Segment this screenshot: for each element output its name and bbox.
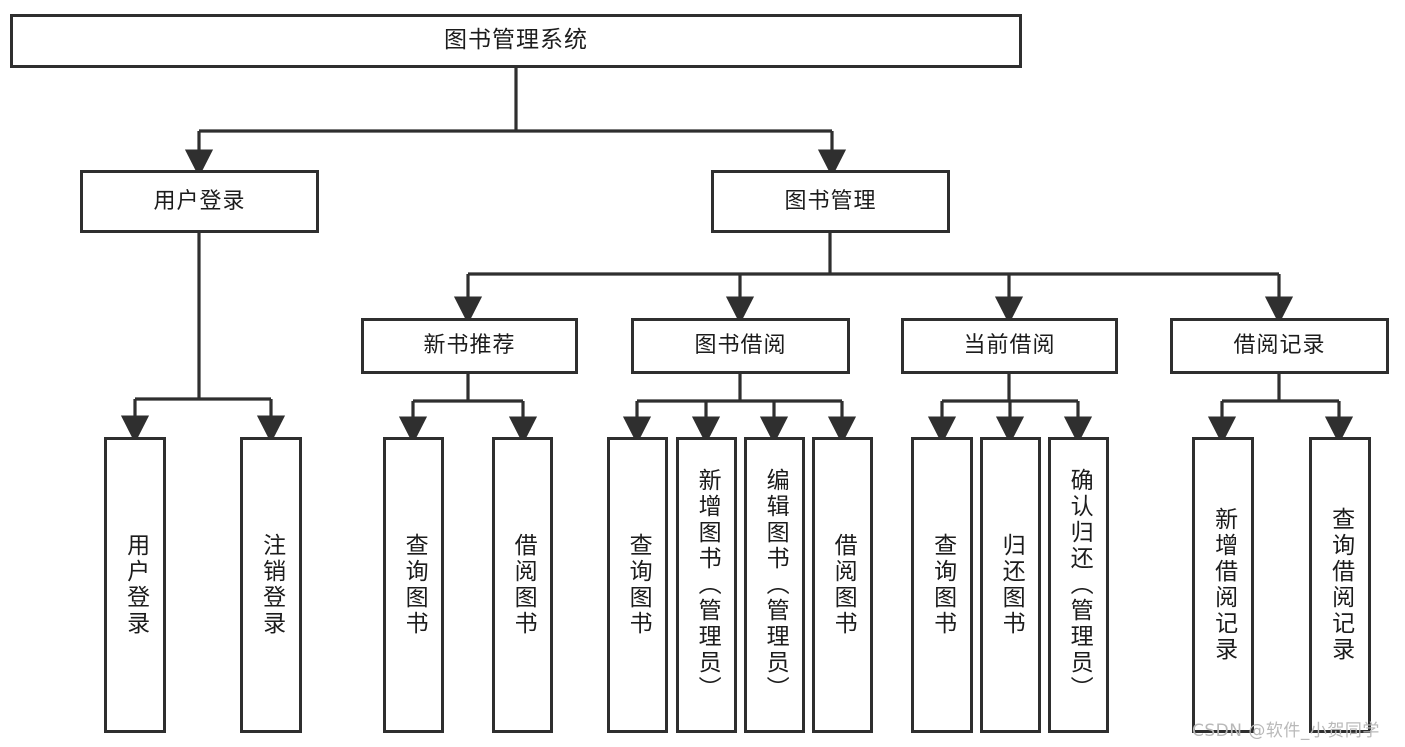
leaf-query-book-borrow[interactable]: 查询图书 — [607, 437, 668, 733]
leaf-label: 归还图书 — [998, 533, 1025, 637]
leaf-label: 新增借阅记录 — [1210, 507, 1237, 663]
node-root-system[interactable]: 图书管理系统 — [10, 14, 1022, 68]
leaf-add-borrow-record[interactable]: 新增借阅记录 — [1192, 437, 1254, 733]
leaf-return-book[interactable]: 归还图书 — [980, 437, 1041, 733]
leaf-borrow-book-recommend[interactable]: 借阅图书 — [492, 437, 553, 733]
leaf-edit-book-admin[interactable]: 编辑图书（管理员） — [744, 437, 805, 733]
leaf-label: 注销登录 — [258, 533, 285, 637]
leaf-label: 新增图书（管理员） — [694, 468, 721, 702]
leaf-label: 查询图书 — [401, 533, 428, 637]
leaf-user-logout[interactable]: 注销登录 — [240, 437, 302, 733]
leaf-label: 查询图书 — [625, 533, 652, 637]
leaf-label: 借阅图书 — [830, 533, 857, 637]
leaf-label: 查询图书 — [929, 533, 956, 637]
node-new-book-recommend[interactable]: 新书推荐 — [361, 318, 578, 374]
leaf-query-book-current[interactable]: 查询图书 — [911, 437, 973, 733]
watermark-credit: CSDN @软件_小贺同学 — [1192, 721, 1380, 741]
leaf-add-book-admin[interactable]: 新增图书（管理员） — [676, 437, 737, 733]
node-current-borrow[interactable]: 当前借阅 — [901, 318, 1118, 374]
leaf-borrow-book[interactable]: 借阅图书 — [812, 437, 873, 733]
leaf-confirm-return-admin[interactable]: 确认归还（管理员） — [1048, 437, 1109, 733]
leaf-query-borrow-record[interactable]: 查询借阅记录 — [1309, 437, 1371, 733]
node-book-borrow[interactable]: 图书借阅 — [631, 318, 850, 374]
leaf-label: 查询借阅记录 — [1327, 507, 1354, 663]
leaf-label: 用户登录 — [122, 533, 149, 637]
node-borrow-record[interactable]: 借阅记录 — [1170, 318, 1389, 374]
leaf-label: 确认归还（管理员） — [1066, 468, 1093, 702]
leaf-label: 借阅图书 — [510, 533, 537, 637]
leaf-label: 编辑图书（管理员） — [762, 468, 789, 702]
leaf-query-book-recommend[interactable]: 查询图书 — [383, 437, 444, 733]
node-book-manage[interactable]: 图书管理 — [711, 170, 950, 233]
leaf-user-login[interactable]: 用户登录 — [104, 437, 166, 733]
node-user-login[interactable]: 用户登录 — [80, 170, 319, 233]
